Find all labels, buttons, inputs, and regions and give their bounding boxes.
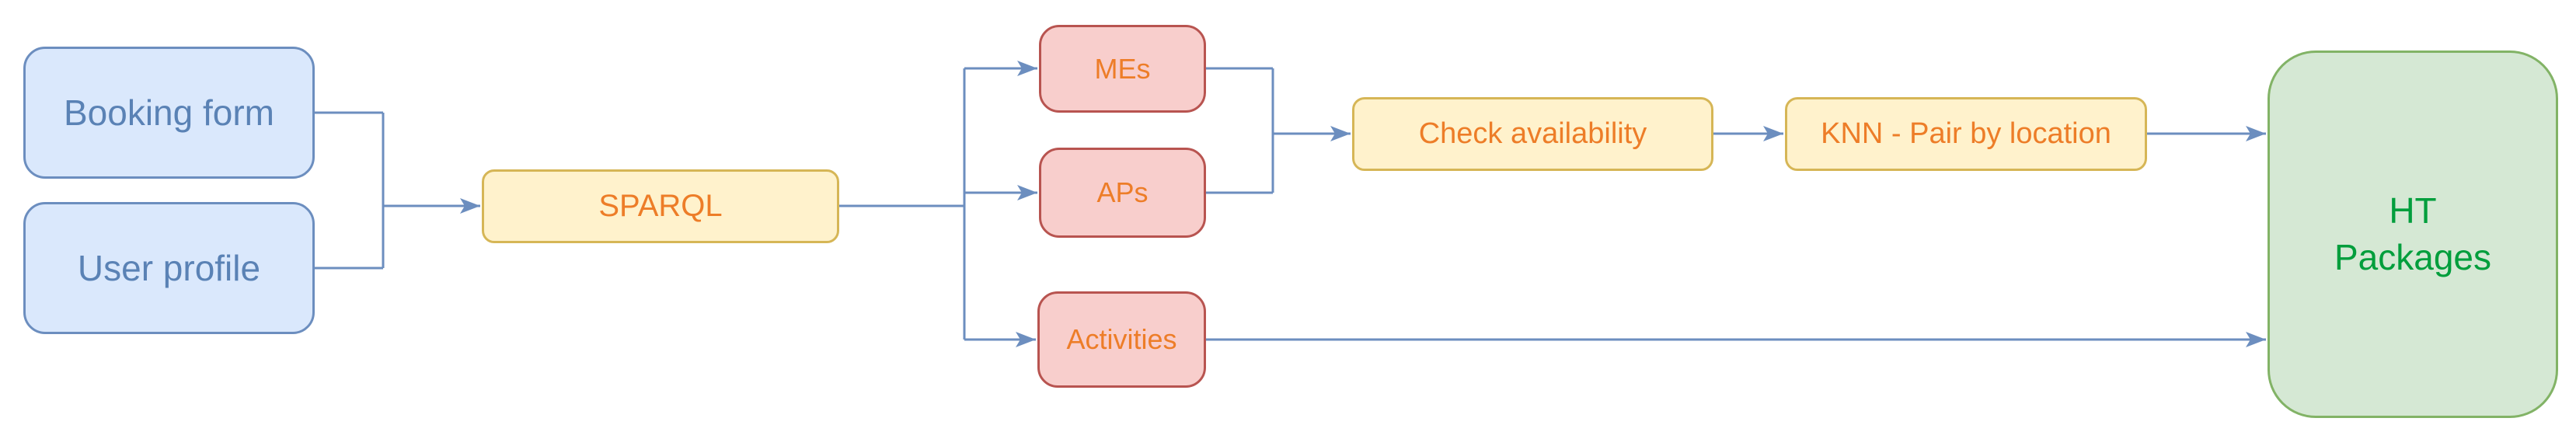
node-user-profile: User profile: [23, 202, 315, 334]
node-check-availability: Check availability: [1352, 97, 1713, 171]
node-sparql: SPARQL: [482, 169, 839, 243]
node-booking-form: Booking form: [23, 47, 315, 179]
node-aps: APs: [1039, 148, 1206, 238]
node-ht-packages: HT Packages: [2268, 51, 2558, 418]
node-aps-label: APs: [1096, 176, 1149, 208]
node-mes-label: MEs: [1094, 52, 1151, 85]
node-mes: MEs: [1039, 25, 1206, 113]
node-knn-pair-by-location: KNN - Pair by location: [1785, 97, 2147, 171]
node-check-availability-label: Check availability: [1418, 117, 1647, 150]
node-activities: Activities: [1037, 291, 1206, 388]
node-user-profile-label: User profile: [77, 248, 261, 288]
node-activities-label: Activities: [1066, 323, 1177, 355]
node-ht-packages-label: HT Packages: [2334, 190, 2491, 277]
node-sparql-label: SPARQL: [598, 189, 723, 223]
node-booking-form-label: Booking form: [63, 92, 274, 133]
node-knn-pair-by-location-label: KNN - Pair by location: [1821, 117, 2111, 150]
